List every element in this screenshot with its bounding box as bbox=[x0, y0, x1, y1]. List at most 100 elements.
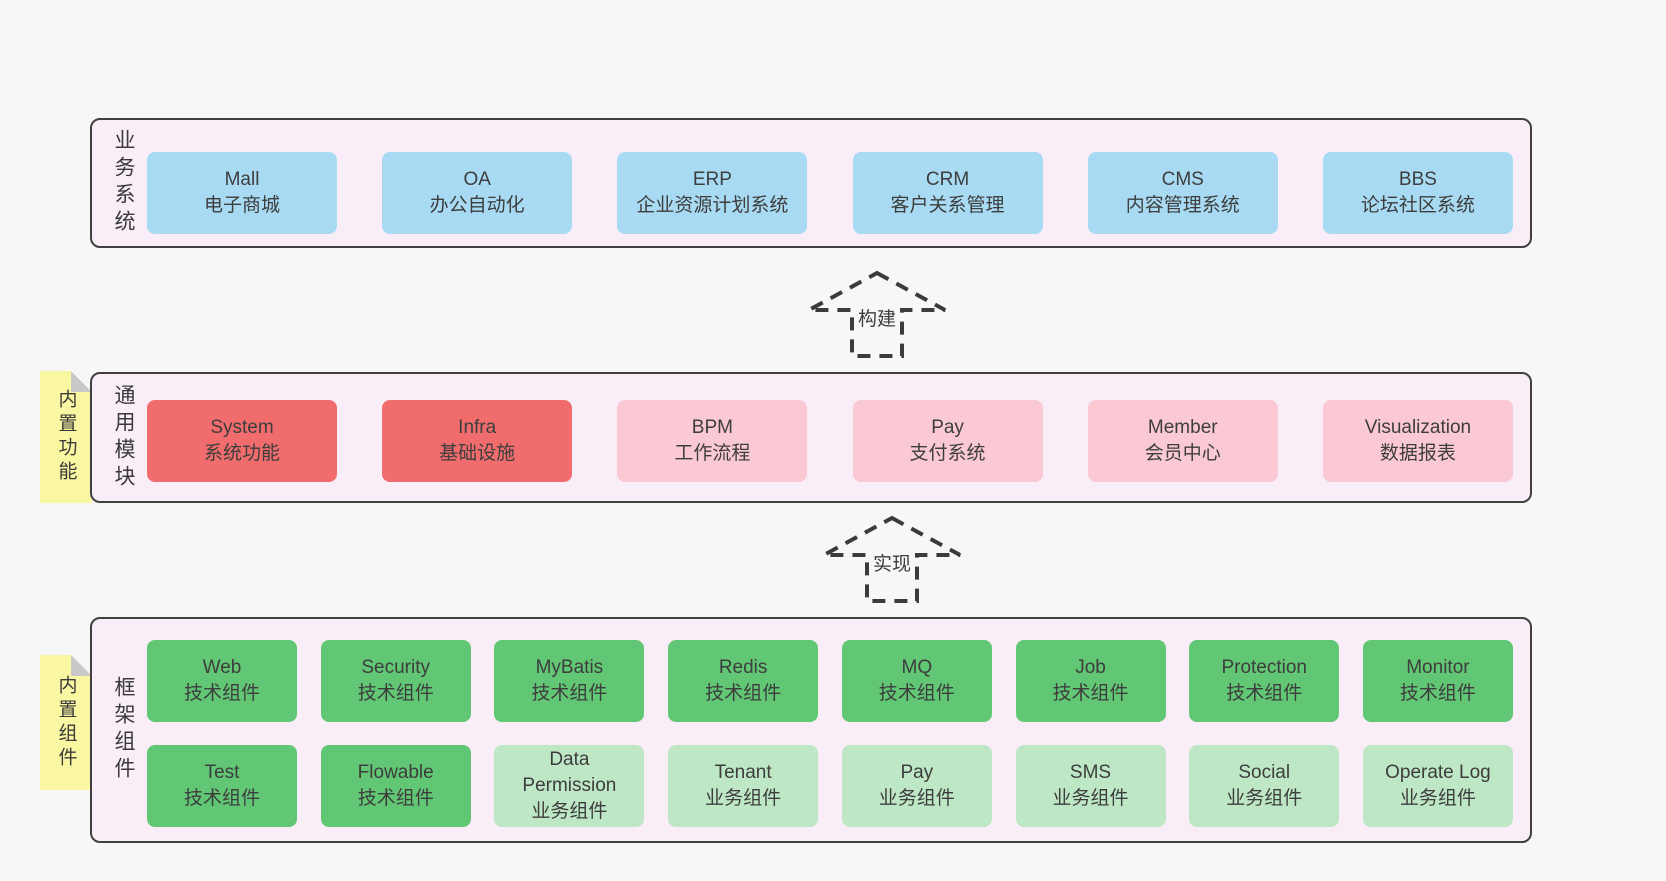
component-box-redis: Redis 技术组件 bbox=[668, 640, 819, 722]
component-title: Redis bbox=[718, 656, 768, 678]
module-title: Mall bbox=[224, 168, 260, 190]
module-subtitle: 论坛社区系统 bbox=[1360, 195, 1475, 216]
sticky-note-builtin-components: 内置组件 bbox=[40, 655, 92, 790]
band-label-common-modules: 通用模块 bbox=[112, 383, 135, 492]
module-box-bbs: BBS 论坛社区系统 bbox=[1322, 152, 1513, 234]
sticky-note-builtin-features: 内置功能 bbox=[40, 371, 92, 503]
component-box-test: Test 技术组件 bbox=[147, 745, 297, 827]
component-box-job: Job 技术组件 bbox=[1015, 640, 1166, 722]
component-title: Protection bbox=[1221, 656, 1307, 678]
module-box-crm: CRM 客户关系管理 bbox=[852, 152, 1043, 234]
band-common-modules: 通用模块 System 系统功能 Infra 基础设施 BPM 工作流程 Pay… bbox=[90, 372, 1532, 503]
module-title: CMS bbox=[1161, 168, 1204, 190]
sticky-label: 内置功能 bbox=[55, 389, 77, 485]
component-box-operate-log: Operate Log 业务组件 bbox=[1362, 745, 1513, 827]
component-box-protection: Protection 技术组件 bbox=[1189, 640, 1340, 722]
module-subtitle: 会员中心 bbox=[1144, 443, 1221, 464]
component-title: Tenant bbox=[714, 761, 772, 783]
component-subtitle: 技术组件 bbox=[183, 683, 260, 704]
component-title: Operate Log bbox=[1385, 761, 1491, 783]
band-framework-components: 框架组件 Web 技术组件 Security 技术组件 MyBatis 技术组件… bbox=[90, 617, 1532, 843]
band-label-business-systems: 业务系统 bbox=[112, 129, 135, 237]
module-subtitle: 支付系统 bbox=[909, 443, 986, 464]
component-subtitle: 业务组件 bbox=[1399, 788, 1476, 809]
component-title: Pay bbox=[900, 761, 934, 783]
module-title: Member bbox=[1147, 416, 1218, 438]
component-subtitle: 技术组件 bbox=[183, 788, 260, 809]
up-arrow-icon bbox=[823, 515, 961, 603]
band-label-framework-components: 框架组件 bbox=[112, 676, 135, 784]
common-modules-row: System 系统功能 Infra 基础设施 BPM 工作流程 Pay 支付系统… bbox=[147, 400, 1513, 482]
module-box-system: System 系统功能 bbox=[147, 400, 337, 482]
module-box-infra: Infra 基础设施 bbox=[382, 400, 573, 482]
component-subtitle: 技术组件 bbox=[1399, 683, 1476, 704]
module-box-pay: Pay 支付系统 bbox=[852, 400, 1043, 482]
component-box-data-permission: Data Permission 业务组件 bbox=[494, 745, 645, 827]
component-box-security: Security 技术组件 bbox=[320, 640, 471, 722]
module-subtitle: 系统功能 bbox=[203, 443, 280, 464]
module-title: OA bbox=[463, 168, 491, 190]
component-title: Flowable bbox=[357, 761, 434, 783]
module-subtitle: 基础设施 bbox=[439, 443, 516, 464]
module-subtitle: 工作流程 bbox=[674, 443, 751, 464]
component-subtitle: 技术组件 bbox=[1052, 683, 1129, 704]
component-title: Web bbox=[202, 656, 242, 678]
component-title: Job bbox=[1075, 656, 1106, 678]
module-box-bpm: BPM 工作流程 bbox=[617, 400, 808, 482]
component-subtitle: 业务组件 bbox=[531, 801, 608, 823]
sticky-label: 内置组件 bbox=[55, 674, 77, 771]
framework-components-row-1: Web 技术组件 Security 技术组件 MyBatis 技术组件 Redi… bbox=[147, 640, 1513, 722]
module-subtitle: 内容管理系统 bbox=[1125, 195, 1240, 216]
component-box-monitor: Monitor 技术组件 bbox=[1362, 640, 1513, 722]
build-arrow: 构建 bbox=[806, 270, 948, 360]
component-box-mybatis: MyBatis 技术组件 bbox=[494, 640, 645, 722]
implement-arrow: 实现 bbox=[821, 515, 963, 605]
component-subtitle: 业务组件 bbox=[878, 788, 955, 809]
module-title: Pay bbox=[931, 416, 964, 438]
module-box-member: Member 会员中心 bbox=[1087, 400, 1278, 482]
component-subtitle: 技术组件 bbox=[531, 683, 608, 704]
component-title: Data Permission bbox=[522, 748, 617, 796]
module-title: System bbox=[210, 416, 274, 438]
component-subtitle: 技术组件 bbox=[357, 683, 434, 704]
component-title: Security bbox=[361, 656, 431, 678]
component-title: MQ bbox=[901, 656, 933, 678]
module-title: Visualization bbox=[1364, 416, 1472, 438]
module-subtitle: 客户关系管理 bbox=[890, 195, 1005, 216]
component-subtitle: 业务组件 bbox=[1052, 788, 1129, 809]
framework-components-row-2: Test 技术组件 Flowable 技术组件 Data Permission … bbox=[147, 745, 1513, 827]
module-title: Infra bbox=[458, 416, 497, 438]
component-subtitle: 技术组件 bbox=[878, 683, 955, 704]
module-subtitle: 企业资源计划系统 bbox=[636, 195, 789, 216]
module-title: ERP bbox=[692, 168, 732, 190]
implement-arrow-label: 实现 bbox=[869, 549, 915, 576]
component-title: Monitor bbox=[1406, 656, 1470, 678]
module-box-oa: OA 办公自动化 bbox=[382, 152, 573, 234]
module-box-mall: Mall 电子商城 bbox=[147, 152, 337, 234]
folded-corner-icon bbox=[71, 655, 92, 676]
module-subtitle: 办公自动化 bbox=[429, 195, 525, 216]
module-title: BBS bbox=[1398, 168, 1437, 190]
component-box-tenant: Tenant 业务组件 bbox=[668, 745, 819, 827]
build-arrow-label: 构建 bbox=[854, 304, 900, 331]
module-title: BPM bbox=[691, 416, 733, 438]
component-subtitle: 技术组件 bbox=[705, 683, 782, 704]
module-subtitle: 电子商城 bbox=[203, 195, 280, 216]
module-box-erp: ERP 企业资源计划系统 bbox=[617, 152, 808, 234]
business-systems-row: Mall 电子商城 OA 办公自动化 ERP 企业资源计划系统 CRM 客户关系… bbox=[147, 152, 1513, 234]
module-box-cms: CMS 内容管理系统 bbox=[1087, 152, 1278, 234]
component-subtitle: 技术组件 bbox=[357, 788, 434, 809]
band-business-systems: 业务系统 Mall 电子商城 OA 办公自动化 ERP 企业资源计划系统 CRM… bbox=[90, 118, 1532, 248]
component-box-pay: Pay 业务组件 bbox=[841, 745, 992, 827]
module-title: CRM bbox=[925, 168, 970, 190]
module-box-visualization: Visualization 数据报表 bbox=[1322, 400, 1513, 482]
component-box-web: Web 技术组件 bbox=[147, 640, 297, 722]
component-title: Social bbox=[1238, 761, 1291, 783]
component-box-flowable: Flowable 技术组件 bbox=[320, 745, 471, 827]
component-box-social: Social 业务组件 bbox=[1189, 745, 1340, 827]
component-subtitle: 技术组件 bbox=[1226, 683, 1303, 704]
module-subtitle: 数据报表 bbox=[1379, 443, 1456, 464]
component-subtitle: 业务组件 bbox=[1226, 788, 1303, 809]
component-title: MyBatis bbox=[535, 656, 604, 678]
component-subtitle: 业务组件 bbox=[705, 788, 782, 809]
